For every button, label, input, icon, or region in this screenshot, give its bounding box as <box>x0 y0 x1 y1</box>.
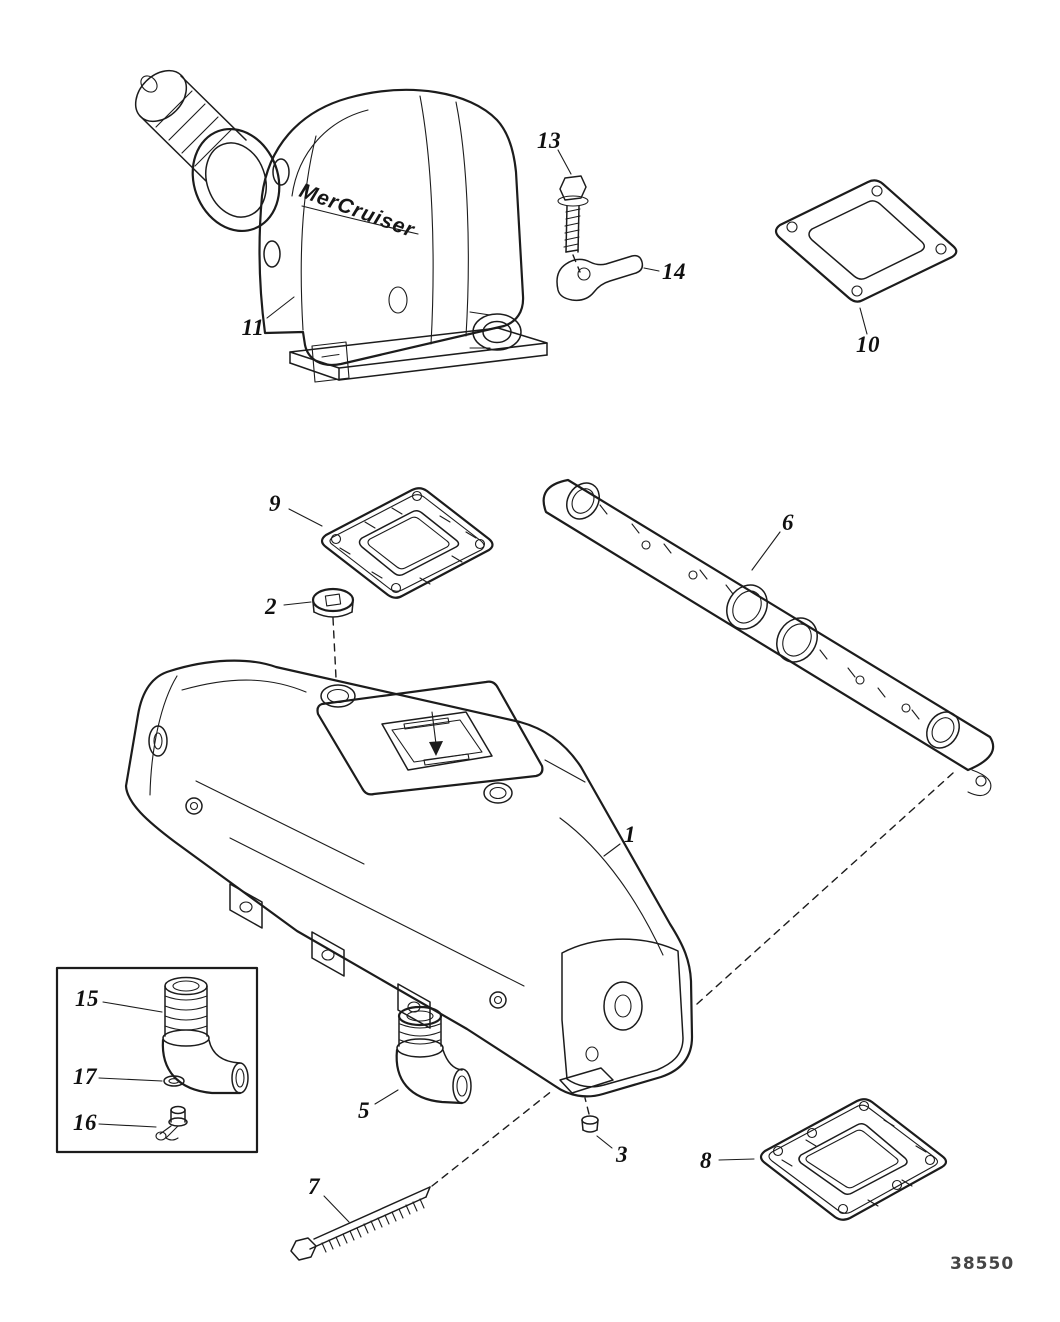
part-pipe-plug-2 <box>311 587 355 618</box>
inset-box <box>55 966 259 1154</box>
callout-17: 17 <box>73 1064 97 1089</box>
callout-1: 1 <box>624 822 636 847</box>
callout-3: 3 <box>616 1142 628 1167</box>
part-elbow-fitting-5 <box>395 1005 472 1105</box>
callout-8: 8 <box>700 1148 712 1173</box>
callout-16: 16 <box>73 1110 97 1135</box>
callout-leader-lines <box>98 149 868 1223</box>
part-exhaust-manifold <box>124 659 694 1098</box>
part-exhaust-elbow: MerCruiser <box>134 69 548 383</box>
callout-9: 9 <box>269 491 281 516</box>
callout-10: 10 <box>856 332 880 357</box>
mercruiser-logo-text: MerCruiser <box>296 179 418 242</box>
callout-2: 2 <box>265 594 277 619</box>
part-clamp-bracket <box>556 254 644 302</box>
port-arrow-head <box>429 741 443 756</box>
callout-11: 11 <box>241 315 265 340</box>
drawing-number: 38550 <box>950 1254 1015 1274</box>
part-gasket-9 <box>320 487 494 599</box>
part-manifold-gasket-6 <box>542 478 995 797</box>
part-bolt-13 <box>557 175 589 253</box>
part-gasket-8 <box>759 1098 948 1221</box>
callout-15: 15 <box>75 986 99 1011</box>
callout-6: 6 <box>782 510 794 535</box>
assembly-dashed-lines <box>332 254 954 1187</box>
part-drain-fitting-16 <box>155 1105 188 1141</box>
part-drain-plug-3 <box>581 1115 599 1133</box>
part-bolt-7 <box>290 1186 431 1261</box>
callout-7: 7 <box>308 1174 320 1199</box>
port-arrow <box>431 711 437 745</box>
callout-5: 5 <box>358 1098 370 1123</box>
inset-box-frame <box>55 966 259 1154</box>
part-sealing-ring-17 <box>163 1075 185 1087</box>
callout-13: 13 <box>537 128 561 153</box>
part-gasket-10 <box>774 179 958 303</box>
callout-14: 14 <box>662 259 686 284</box>
